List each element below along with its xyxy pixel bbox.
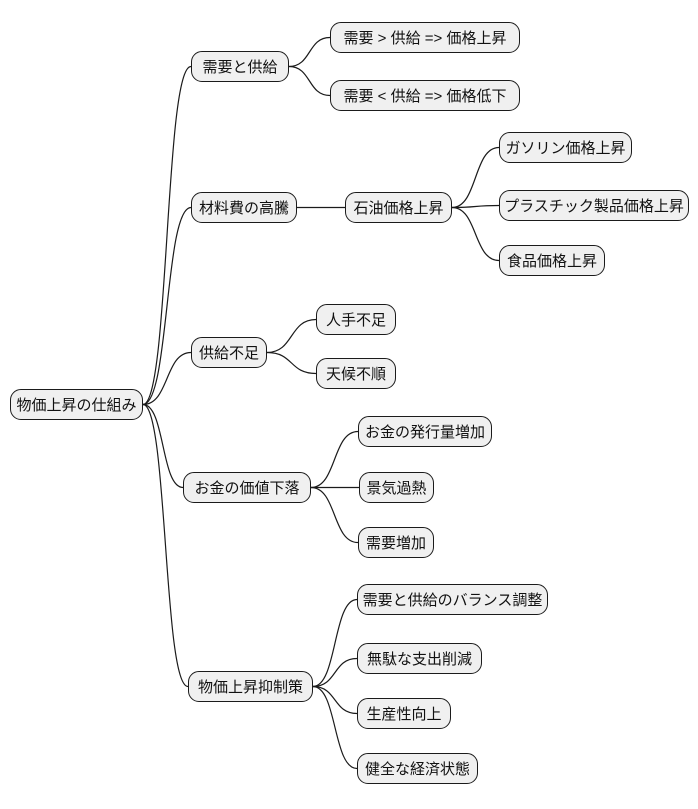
mindmap-node-money-devaluation[interactable]: お金の価値下落 [183,472,311,503]
mindmap-node-money-issuance-increase[interactable]: お金の発行量増加 [358,416,492,447]
mindmap-node-food-price[interactable]: 食品価格上昇 [499,245,605,276]
mindmap-edge-root-supply_shortage [142,351,192,406]
mindmap-node-bad-weather[interactable]: 天候不順 [316,358,396,389]
mindmap-node-wasteful-spending-cut[interactable]: 無駄な支出削減 [357,643,482,674]
mindmap-node-root[interactable]: 物価上昇の仕組み [10,389,143,420]
mindmap-edge-money_devaluation-money_issuance_increase [310,430,359,489]
mindmap-node-supply-demand-balance[interactable]: 需要と供給のバランス調整 [357,584,548,615]
mindmap-node-gasoline-price[interactable]: ガソリン価格上昇 [499,132,632,163]
mindmap-edge-demand_supply-demand_gt_supply [288,36,331,68]
mindmap-node-productivity-improvement[interactable]: 生産性向上 [357,698,451,729]
mindmap-edge-root-inflation_countermeasures [142,403,189,688]
mindmap-edge-root-demand_supply [142,65,192,406]
mindmap-edge-supply_shortage-labor_shortage [266,318,317,354]
mindmap-edge-inflation_countermeasures-supply_demand_balance [312,598,358,688]
mindmap-edge-inflation_countermeasures-healthy_economy [312,685,358,770]
mindmap-node-inflation-countermeasures[interactable]: 物価上昇抑制策 [188,671,313,702]
mindmap-node-demand-gt-supply[interactable]: 需要 > 供給 => 価格上昇 [330,22,520,53]
mindmap-node-labor-shortage[interactable]: 人手不足 [316,304,396,335]
mindmap-edge-root-money_devaluation [142,403,184,489]
mindmap-edge-demand_supply-demand_lt_supply [288,65,331,97]
mindmap-node-demand-lt-supply[interactable]: 需要 < 供給 => 価格低下 [330,80,520,111]
mindmap-node-demand-increase[interactable]: 需要増加 [358,527,434,558]
mindmap-edge-oil_price-plastic_price [451,204,500,209]
mindmap-edge-inflation_countermeasures-wasteful_spending_cut [312,657,358,688]
mindmap-edge-supply_shortage-bad_weather [266,351,317,375]
mindmap-node-economic-overheating[interactable]: 景気過熱 [359,472,434,503]
mindmap-edge-oil_price-gasoline_price [451,146,500,209]
mindmap-node-oil-price[interactable]: 石油価格上昇 [345,192,452,223]
mindmap-node-healthy-economy[interactable]: 健全な経済状態 [357,753,478,784]
mindmap-edge-oil_price-food_price [451,206,500,262]
mindmap-edge-inflation_countermeasures-productivity_improvement [312,685,358,715]
mindmap-edge-root-material_costs [142,206,192,406]
mindmap-node-supply-shortage[interactable]: 供給不足 [191,337,267,368]
mindmap-node-demand-supply[interactable]: 需要と供給 [191,51,289,82]
mindmap-node-plastic-price[interactable]: プラスチック製品価格上昇 [499,190,689,221]
mindmap-node-material-costs[interactable]: 材料費の高騰 [191,192,297,223]
mindmap-edge-money_devaluation-demand_increase [310,486,359,544]
